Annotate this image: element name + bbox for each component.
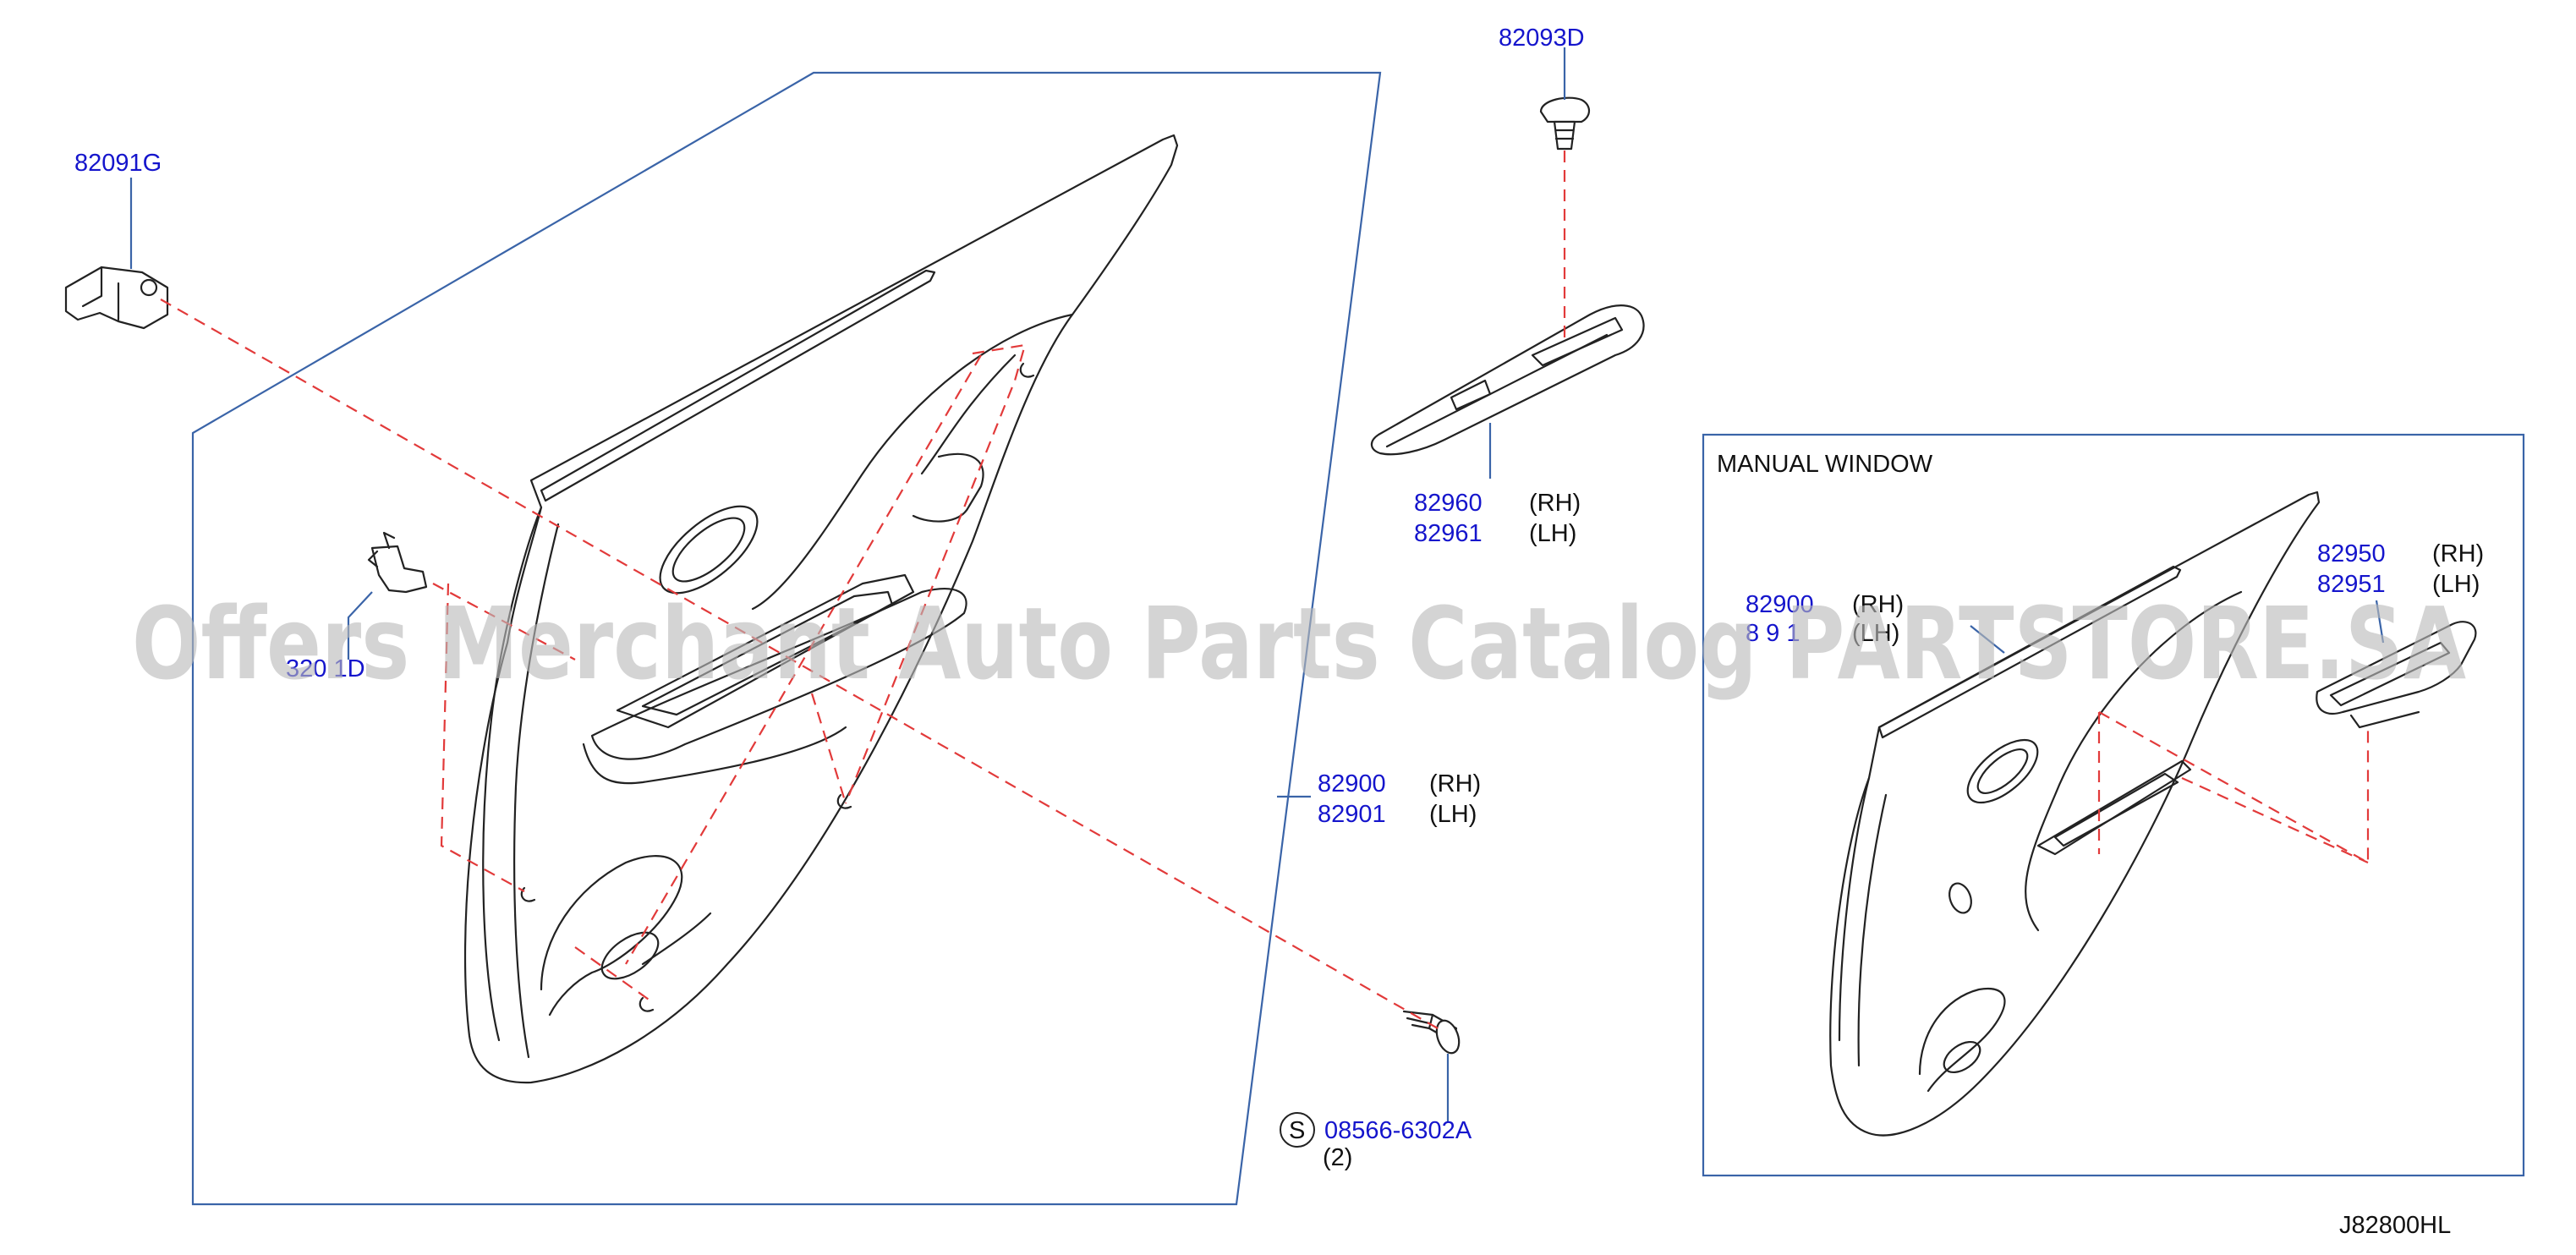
- clip-82093d-part: [1539, 96, 1591, 151]
- callout-82961-side: (LH): [1529, 520, 1576, 547]
- inset-dashed-lines: [2097, 711, 2370, 864]
- callout-screw-qty: (2): [1323, 1144, 1352, 1171]
- inset-manual-window-frame: [1702, 433, 2525, 1177]
- screw-08566-part: [1402, 1010, 1461, 1055]
- inset-callout-82950[interactable]: 82950: [2317, 540, 2386, 567]
- callout-82900[interactable]: 82900: [1318, 770, 1386, 797]
- inset-title: MANUAL WINDOW: [1717, 451, 1933, 478]
- clip-82091g-part: [64, 266, 169, 330]
- leader-lines: [129, 47, 1566, 1121]
- inset-door-trim-panel: [1829, 490, 2321, 1137]
- callout-08566-6302a[interactable]: 08566-6302A: [1324, 1117, 1472, 1144]
- screw-symbol-text: S: [1289, 1117, 1305, 1144]
- callout-820xxd[interactable]: 320 1D: [286, 655, 365, 682]
- inset-callout-82901-side: (LH): [1852, 620, 1899, 647]
- callout-82961[interactable]: 82961: [1414, 520, 1483, 547]
- inset-callout-82901[interactable]: 8 9 1: [1746, 620, 1800, 647]
- finisher-82960-part: [1370, 304, 1645, 456]
- callout-82901[interactable]: 82901: [1318, 801, 1386, 828]
- callout-82093d[interactable]: 82093D: [1499, 25, 1585, 52]
- callout-82960-side: (RH): [1529, 490, 1581, 517]
- callout-82960[interactable]: 82960: [1414, 490, 1483, 517]
- inset-leader-lines: [1970, 600, 2385, 654]
- assembly-dashed-lines: [160, 151, 1566, 1029]
- inset-callout-82950-side: (RH): [2432, 540, 2484, 567]
- inset-window-switch-part: [2316, 621, 2477, 729]
- door-trim-panel: [463, 134, 1179, 1084]
- callout-82901-side: (LH): [1429, 801, 1477, 828]
- callout-screw-symbol: S: [1280, 1112, 1315, 1148]
- callout-82091g[interactable]: 82091G: [74, 150, 162, 177]
- watermark-text: Offers Merchant Auto Parts Catalog PARTS…: [132, 585, 2466, 702]
- callout-82900-side: (RH): [1429, 770, 1481, 797]
- inset-callout-82951-side: (LH): [2432, 571, 2480, 598]
- main-assembly-frame: [191, 71, 1382, 1206]
- drawing-code: J82800HL: [2339, 1212, 2451, 1239]
- inset-callout-82951[interactable]: 82951: [2317, 571, 2386, 598]
- inset-callout-82900-side: (RH): [1852, 591, 1904, 618]
- clip-820xxd-part: [367, 531, 428, 594]
- inset-callout-82900[interactable]: 82900: [1746, 591, 1814, 618]
